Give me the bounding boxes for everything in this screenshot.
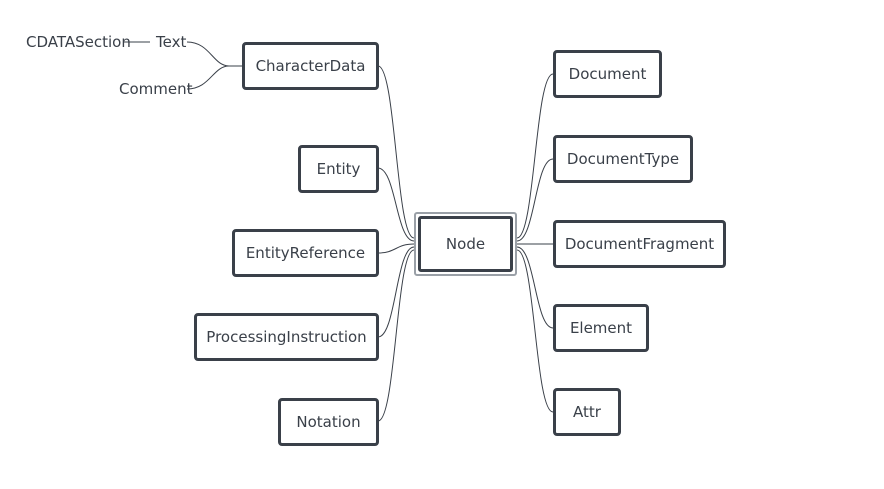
topic-comment[interactable]: Comment [119,80,193,98]
node-characterdata[interactable]: CharacterData [242,42,379,90]
node-attr-label: Attr [573,402,601,421]
node-entity[interactable]: Entity [298,145,379,193]
link-node-entity [377,167,415,242]
node-element-label: Element [569,318,633,337]
node-entityreference-label: EntityReference [245,243,366,262]
node-entity-label: Entity [316,159,361,178]
link-node-processinginstruction [377,246,415,338]
node-processinginstruction[interactable]: ProcessingInstruction [194,313,379,361]
node-notation[interactable]: Notation [278,398,379,446]
link-node-entityreference [377,243,415,254]
node-element[interactable]: Element [553,304,649,352]
node-characterdata-label: CharacterData [255,56,366,75]
root-node-label: Node [445,235,486,253]
link-node-notation [377,249,415,422]
node-entityreference[interactable]: EntityReference [232,229,379,277]
link-characterdata-text [186,41,242,67]
node-processinginstruction-label: ProcessingInstruction [206,327,367,346]
link-node-characterdata [377,65,415,239]
link-node-attr [516,249,554,413]
node-documentfragment[interactable]: DocumentFragment [553,220,726,268]
node-documenttype-label: DocumentType [566,149,680,168]
root-node[interactable]: Node [418,216,513,272]
node-document[interactable]: Document [553,50,662,98]
node-notation-label: Notation [296,412,361,431]
topic-text[interactable]: Text [156,33,187,51]
node-documenttype[interactable]: DocumentType [553,135,693,183]
link-characterdata-comment [186,65,242,90]
node-document-label: Document [568,64,647,83]
node-documentfragment-label: DocumentFragment [564,234,715,253]
link-node-document [516,73,554,239]
link-node-element [516,246,554,329]
node-attr[interactable]: Attr [553,388,621,436]
topic-cdatasection[interactable]: CDATASection [26,33,131,51]
link-node-documenttype [516,158,554,242]
